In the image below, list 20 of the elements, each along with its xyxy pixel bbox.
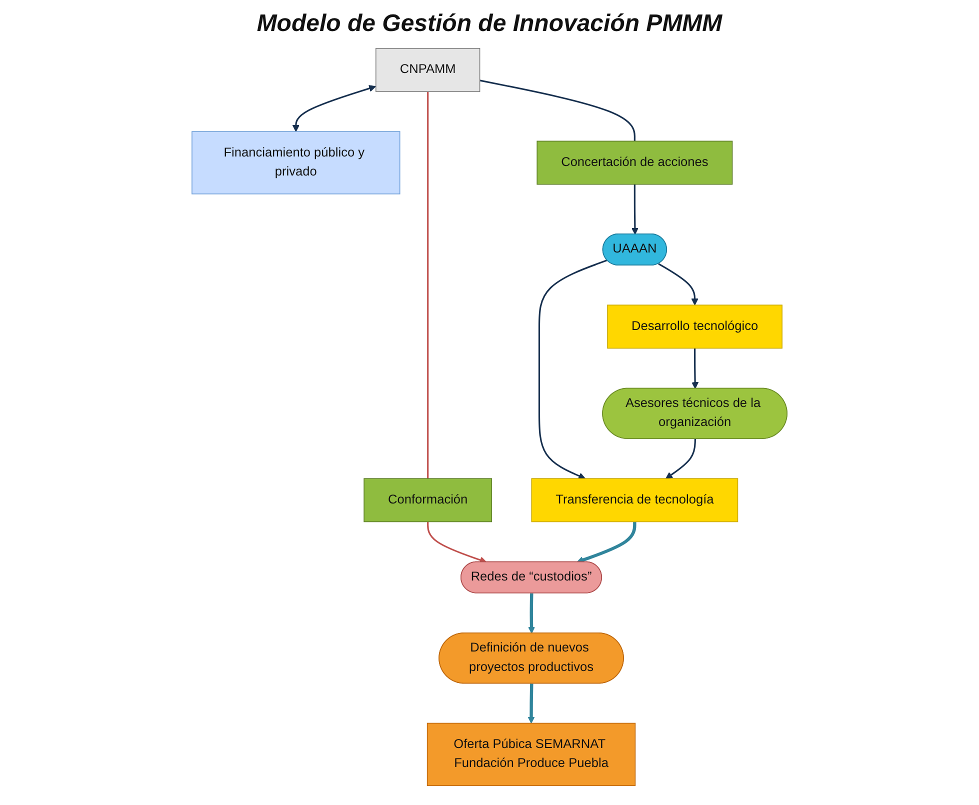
arrow [528,684,535,724]
node-box: Conformación [364,478,492,522]
node-box: Oferta Púbica SEMARNAT Fundación Produce Puebla [426,722,636,786]
arrow [576,522,636,564]
connector [480,80,636,142]
node-box: Transferencia de tecnología [531,478,738,522]
arrow [666,438,696,479]
arrow [292,85,376,132]
arrow [631,184,638,235]
arrow [538,260,608,480]
node-box: Desarrollo tecnológico [607,304,782,349]
node-box: Concertación de acciones [536,140,733,185]
arrow [658,263,698,306]
node-box: CNPAMM [376,48,480,92]
arrow [692,348,699,389]
arrow [427,522,487,564]
diagram-title: Modelo de Gestión de Innovación PMMM [256,10,724,38]
connector [427,92,429,479]
node-box: Financiamiento público y privado [192,131,400,194]
arrow [528,593,536,634]
